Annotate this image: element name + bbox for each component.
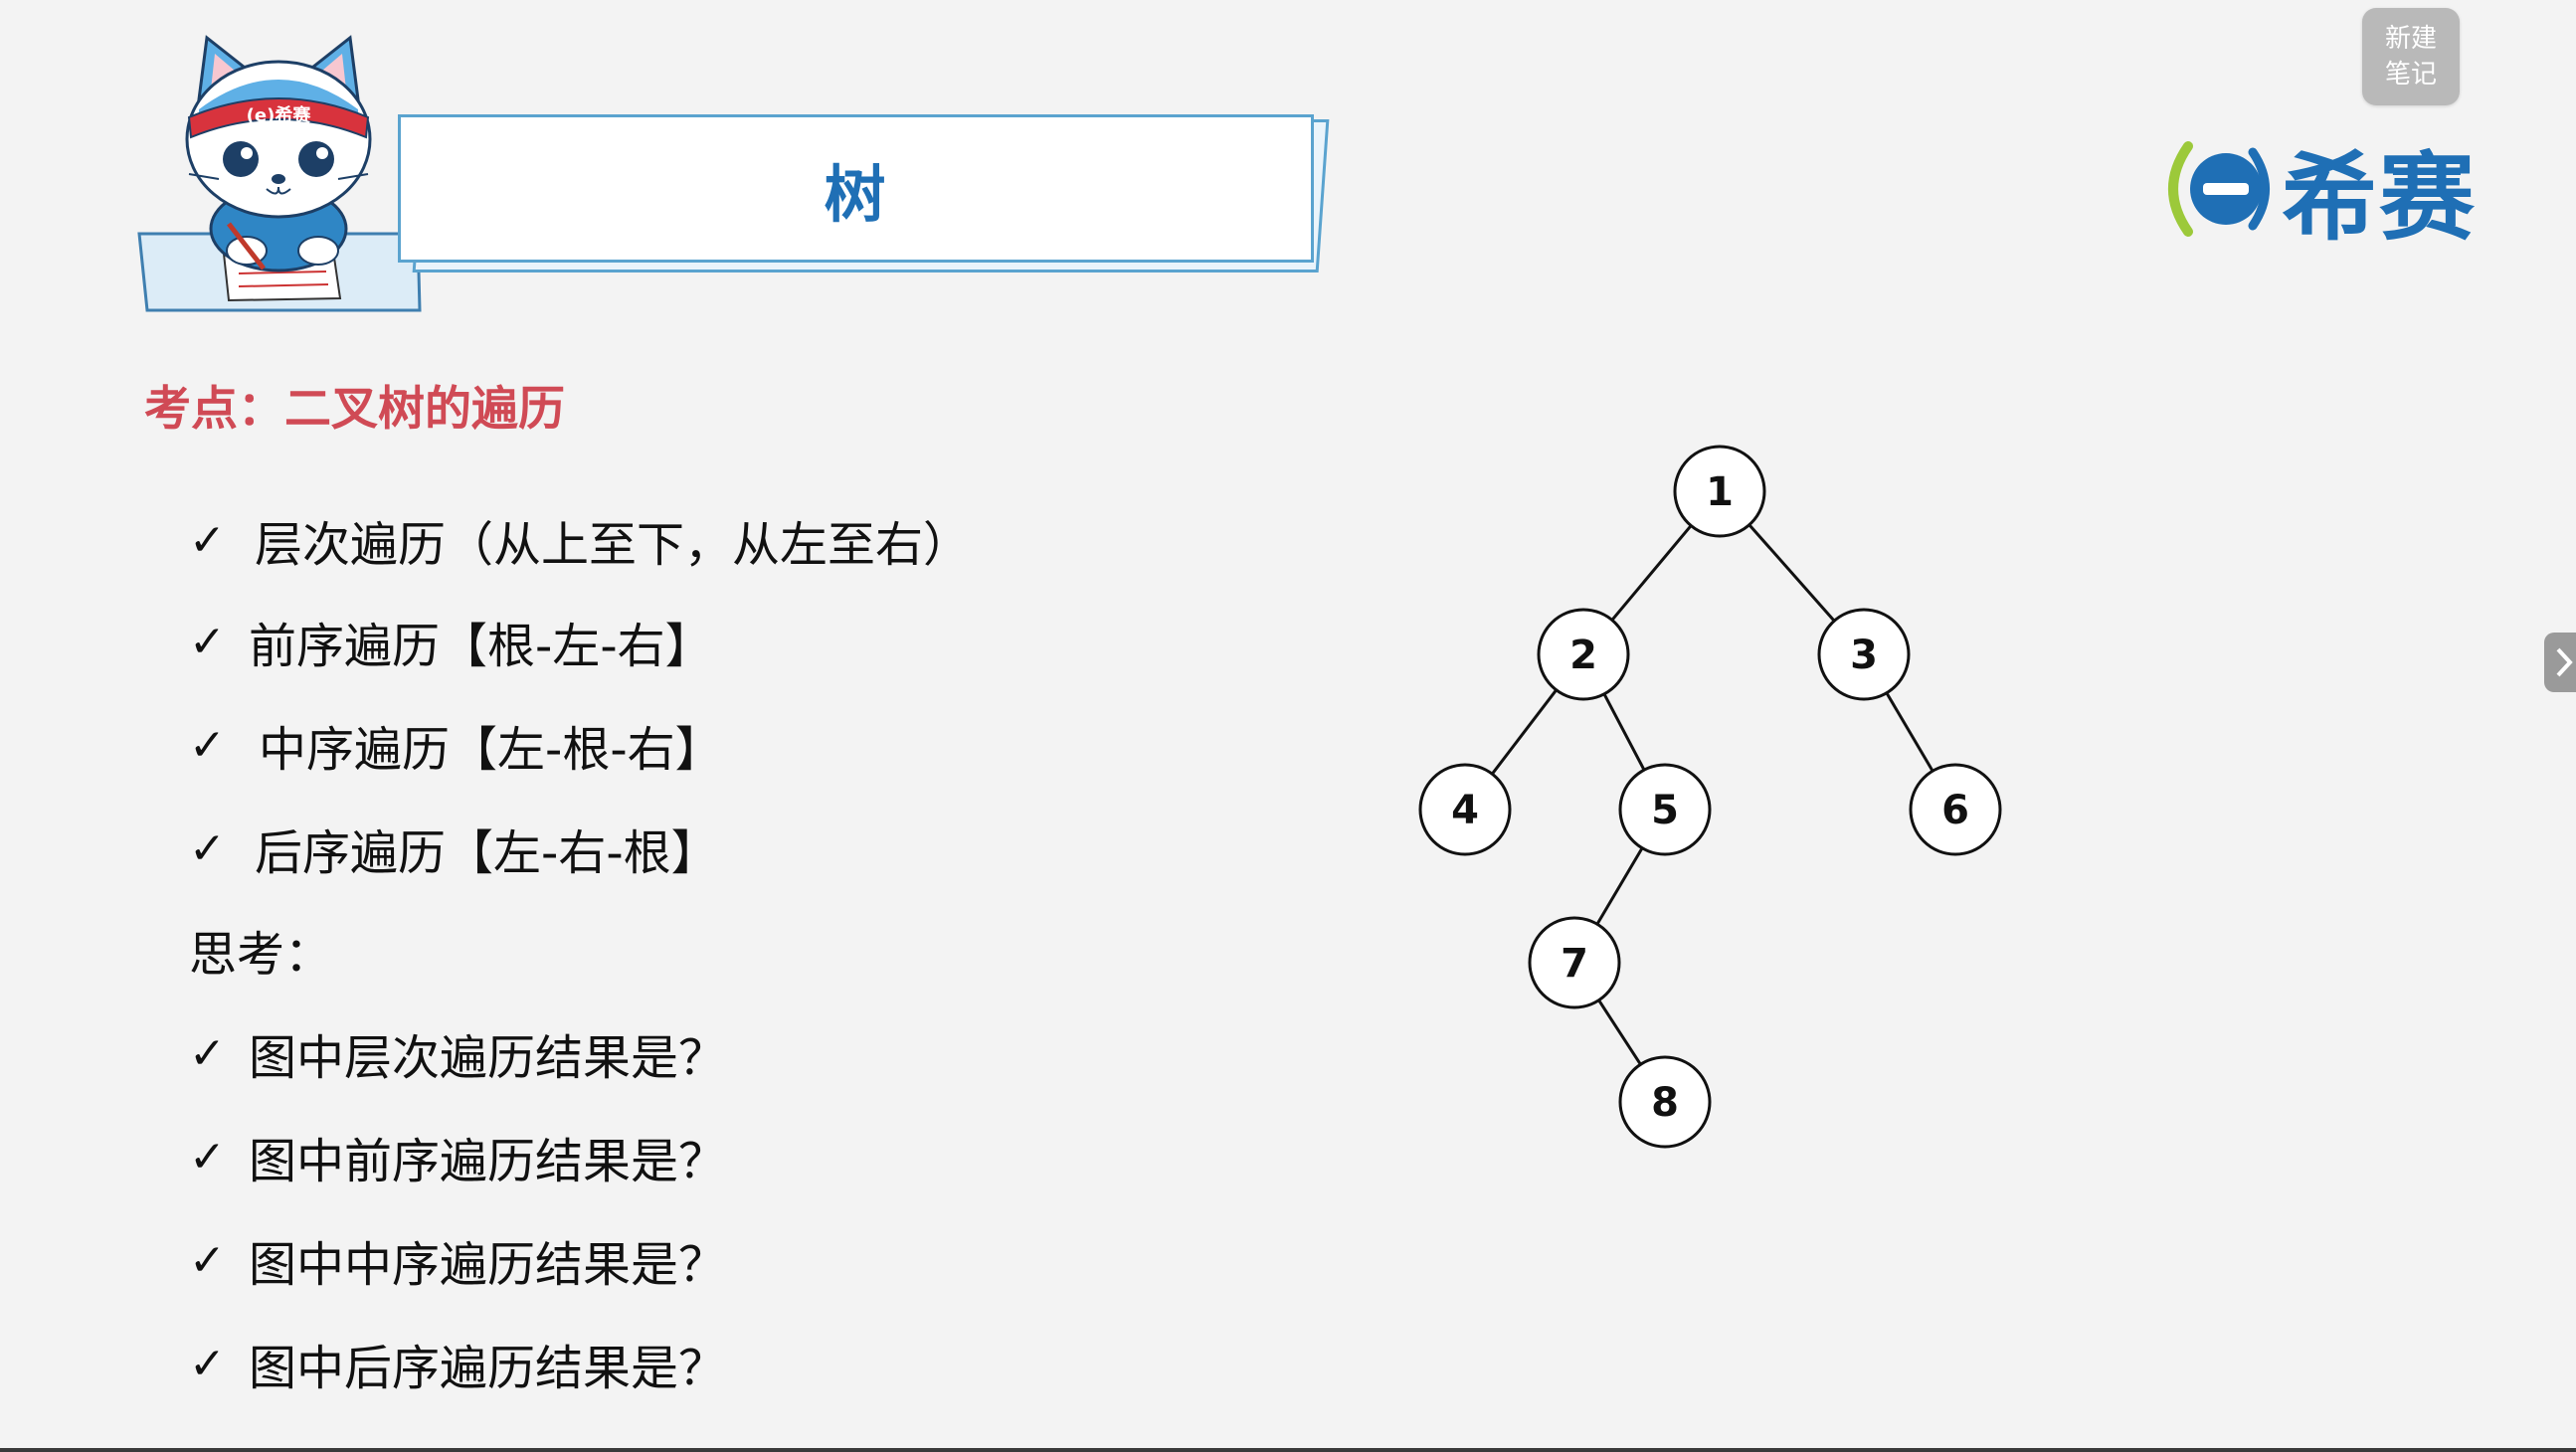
tree-node-label: 8 xyxy=(1651,1080,1679,1126)
slide-title: 树 xyxy=(824,157,888,231)
tree-edge-1-2 xyxy=(1610,524,1693,622)
tree-edge-7-8 xyxy=(1597,998,1642,1066)
tree-node-4: 4 xyxy=(1418,763,1512,856)
traversal-preorder: 前序遍历【根-左-右】 xyxy=(249,619,713,674)
side-panel-toggle[interactable] xyxy=(2544,633,2576,692)
bottom-border xyxy=(0,1448,2576,1452)
tree-node-3: 3 xyxy=(1817,608,1911,701)
check-icon: ✓ xyxy=(189,514,226,566)
tree-node-label: 5 xyxy=(1651,788,1679,833)
title-banner: 树 xyxy=(398,114,1314,263)
check-icon: ✓ xyxy=(189,1027,226,1079)
headband-text: (e)希赛 xyxy=(247,104,312,126)
list-item: ✓ 图中前序遍历结果是？ xyxy=(189,1122,726,1191)
new-note-button[interactable]: 新建 笔记 xyxy=(2362,8,2460,105)
tree-node-5: 5 xyxy=(1618,763,1712,856)
tree-edge-1-3 xyxy=(1748,523,1836,623)
list-item: ✓ 中序遍历【左-根-右】 xyxy=(189,710,723,780)
list-item: ✓ 图中中序遍历结果是？ xyxy=(189,1225,726,1295)
tree-node-circle xyxy=(1817,608,1911,701)
tree-edges xyxy=(1491,523,1934,1066)
tree-node-circle xyxy=(1673,445,1766,538)
question-preorder: 图中前序遍历结果是？ xyxy=(249,1134,727,1189)
tree-node-label: 1 xyxy=(1706,469,1734,515)
think-label: 思考： xyxy=(189,927,333,983)
check-icon: ✓ xyxy=(189,822,226,874)
tree-node-circle xyxy=(1618,763,1712,856)
traversal-level-order: 层次遍历（从上至下，从左至右） xyxy=(255,517,972,573)
tree-nodes: 1 2 3 4 5 6 7 8 xyxy=(1418,445,2002,1149)
tree-node-circle xyxy=(1418,763,1512,856)
tree-node-label: 7 xyxy=(1561,941,1588,987)
question-level-order: 图中层次遍历结果是？ xyxy=(249,1030,727,1086)
list-item: ✓ 图中层次遍历结果是？ xyxy=(189,1018,726,1088)
traversal-inorder: 中序遍历【左-根-右】 xyxy=(259,722,723,778)
list-item: ✓ 图中后序遍历结果是？ xyxy=(189,1329,726,1398)
tree-edge-2-5 xyxy=(1602,693,1646,771)
e-logo-icon xyxy=(2168,141,2270,237)
new-note-label-line2: 笔记 xyxy=(2384,60,2437,90)
new-note-label-line1: 新建 xyxy=(2384,24,2437,54)
tree-edge-5-7 xyxy=(1595,846,1644,926)
tree-edge-3-6 xyxy=(1885,691,1934,773)
question-postorder: 图中后序遍历结果是？ xyxy=(249,1341,727,1396)
traversal-postorder: 后序遍历【左-右-根】 xyxy=(255,825,719,881)
check-icon: ✓ xyxy=(189,1338,226,1389)
tree-node-6: 6 xyxy=(1909,763,2002,856)
question-inorder: 图中中序遍历结果是？ xyxy=(249,1237,727,1293)
tree-node-circle xyxy=(1528,916,1621,1009)
list-item: ✓ 后序遍历【左-右-根】 xyxy=(189,814,719,883)
binary-tree-diagram: 1 2 3 4 5 6 7 8 xyxy=(1418,445,2002,1149)
brand-logo: 希赛 xyxy=(2158,129,2496,254)
tree-node-2: 2 xyxy=(1537,608,1630,701)
logo-text: 希赛 xyxy=(2282,141,2477,254)
tree-node-circle xyxy=(1618,1055,1712,1149)
topic-subtitle: 考点：二叉树的遍历 xyxy=(144,382,565,437)
cat-mascot-image: (e)希赛 xyxy=(137,35,422,312)
tree-node-7: 7 xyxy=(1528,916,1621,1009)
tree-node-circle xyxy=(1909,763,2002,856)
check-icon: ✓ xyxy=(189,719,226,771)
tree-node-8: 8 xyxy=(1618,1055,1712,1149)
chevron-right-icon xyxy=(2556,647,2573,677)
check-icon: ✓ xyxy=(189,1234,226,1286)
tree-node-label: 3 xyxy=(1850,633,1878,678)
check-icon: ✓ xyxy=(189,616,226,667)
tree-node-1: 1 xyxy=(1673,445,1766,538)
tree-node-circle xyxy=(1537,608,1630,701)
tree-edge-2-4 xyxy=(1491,688,1558,776)
check-icon: ✓ xyxy=(189,1131,226,1182)
tree-node-label: 6 xyxy=(1941,788,1969,833)
tree-node-label: 4 xyxy=(1451,788,1479,833)
list-item: ✓ 前序遍历【根-左-右】 xyxy=(189,607,713,676)
tree-node-label: 2 xyxy=(1569,633,1597,678)
list-item: ✓ 层次遍历（从上至下，从左至右） xyxy=(189,505,971,575)
